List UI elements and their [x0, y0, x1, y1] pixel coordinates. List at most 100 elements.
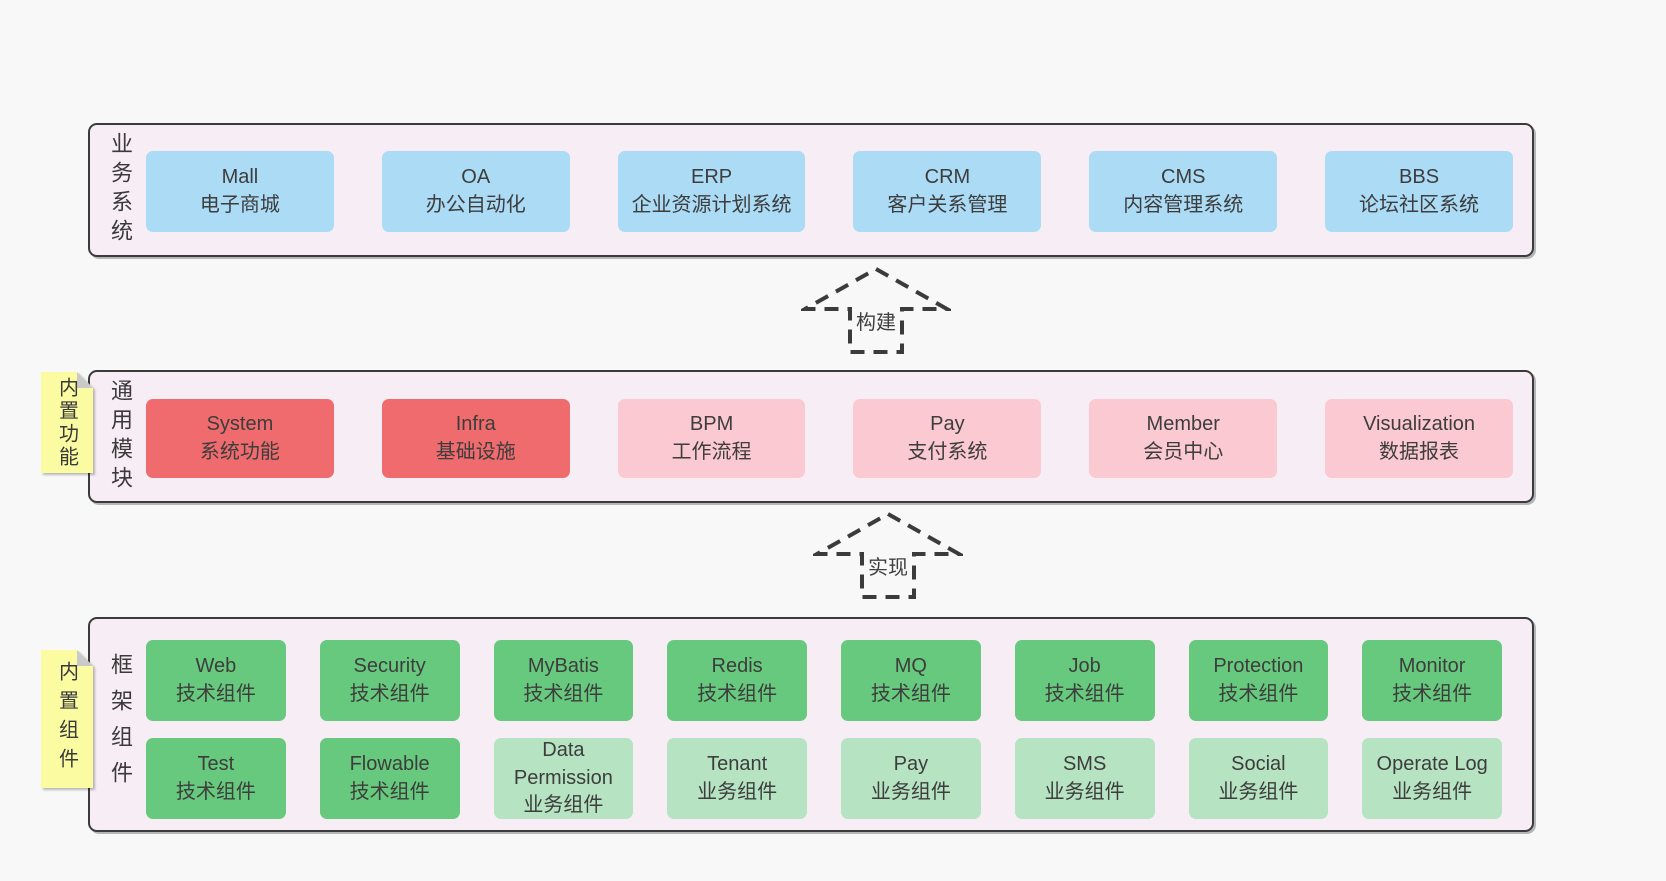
box-title: Redis: [711, 654, 763, 677]
sticky-note-text: 内置功能: [55, 376, 78, 469]
box-title: Tenant: [707, 752, 768, 775]
box-title: MQ: [894, 654, 927, 677]
box-title: CRM: [924, 165, 971, 188]
dashed-up-arrow-icon: [813, 511, 963, 599]
box-title: Operate Log: [1376, 752, 1488, 775]
box-title: Mall: [221, 165, 259, 188]
box-member: Member 会员中心: [1089, 399, 1278, 478]
box-web: Web 技术组件: [146, 640, 286, 721]
box-subtitle: 企业资源计划系统: [631, 193, 792, 216]
box-title: Pay: [893, 752, 929, 775]
box-subtitle: 系统功能: [199, 440, 280, 463]
business-box-row: Mall 电子商城 OA 办公自动化 ERP 企业资源计划系统 CRM 客户关系…: [146, 151, 1513, 232]
box-subtitle: 技术组件: [175, 780, 256, 803]
box-title: SMS: [1062, 752, 1107, 775]
layer-label: 通用模块: [108, 378, 133, 495]
box-title: OA: [461, 165, 491, 188]
box-subtitle: 技术组件: [870, 682, 951, 705]
box-subtitle: 支付系统: [907, 440, 988, 463]
box-subtitle: 业务组件: [870, 780, 951, 803]
components-grid: Web 技术组件 Security 技术组件 MyBatis 技术组件 Redi…: [146, 640, 1502, 819]
box-subtitle: 技术组件: [349, 780, 430, 803]
box-test: Test 技术组件: [146, 738, 286, 819]
box-job: Job 技术组件: [1014, 640, 1155, 721]
box-title: Social: [1231, 752, 1286, 775]
box-pay-module: Pay 支付系统: [853, 399, 1042, 478]
box-subtitle: 业务组件: [523, 794, 604, 817]
box-title: Test: [197, 752, 235, 775]
box-oa: OA 办公自动化: [381, 151, 570, 232]
box-subtitle: 内容管理系统: [1123, 193, 1244, 216]
box-title: BPM: [689, 412, 734, 435]
box-mybatis: MyBatis 技术组件: [493, 640, 634, 721]
box-title: System: [206, 412, 274, 435]
box-subtitle: 业务组件: [1044, 780, 1125, 803]
box-title: BBS: [1399, 165, 1440, 188]
box-subtitle: 电子商城: [199, 193, 280, 216]
box-bpm: BPM 工作流程: [617, 399, 806, 478]
box-sms: SMS 业务组件: [1014, 738, 1155, 819]
box-title: Monitor: [1398, 654, 1466, 677]
box-operate-log: Operate Log 业务组件: [1362, 738, 1502, 819]
box-title: Security: [353, 654, 426, 677]
implement-arrow-label: 实现: [865, 551, 911, 580]
implement-arrow: 实现: [813, 509, 963, 601]
layer-business-systems: 业务系统 Mall 电子商城 OA 办公自动化 ERP 企业资源计划系统 CRM…: [88, 123, 1534, 257]
box-subtitle: 论坛社区系统: [1359, 193, 1480, 216]
box-subtitle: 技术组件: [523, 682, 604, 705]
box-title: Job: [1068, 654, 1101, 677]
layer-label: 框架组件: [108, 652, 133, 797]
box-subtitle: 数据报表: [1379, 440, 1460, 463]
box-system: System 系统功能: [146, 399, 334, 478]
components-row-2: Test 技术组件 Flowable 技术组件 Data Permission …: [146, 738, 1502, 819]
box-infra: Infra 基础设施: [381, 399, 570, 478]
box-subtitle: 会员中心: [1143, 440, 1224, 463]
box-data-permission: Data Permission 业务组件: [493, 738, 634, 819]
box-title: ERP: [691, 165, 733, 188]
box-title: Pay: [930, 412, 965, 435]
box-bbs: BBS 论坛社区系统: [1325, 151, 1513, 232]
box-visualization: Visualization 数据报表: [1325, 399, 1513, 478]
box-title: Visualization: [1363, 412, 1476, 435]
box-title: Data Permission: [513, 739, 613, 789]
box-subtitle: 业务组件: [1218, 780, 1299, 803]
box-subtitle: 客户关系管理: [887, 193, 1008, 216]
box-subtitle: 基础设施: [435, 440, 516, 463]
sticky-note-paper: [41, 650, 93, 788]
box-subtitle: 办公自动化: [425, 193, 526, 216]
box-pay-component: Pay 业务组件: [841, 738, 981, 819]
box-subtitle: 工作流程: [671, 440, 752, 463]
box-erp: ERP 企业资源计划系统: [617, 151, 806, 232]
sticky-note-built-in-features: 内置功能: [41, 372, 93, 473]
box-subtitle: 业务组件: [1392, 780, 1473, 803]
box-cms: CMS 内容管理系统: [1089, 151, 1278, 232]
box-title: Web: [195, 654, 237, 677]
build-arrow: 构建: [801, 264, 951, 356]
box-mq: MQ 技术组件: [841, 640, 981, 721]
box-mall: Mall 电子商城: [146, 151, 334, 232]
box-protection: Protection 技术组件: [1188, 640, 1329, 721]
box-subtitle: 技术组件: [349, 682, 430, 705]
modules-box-row: System 系统功能 Infra 基础设施 BPM 工作流程 Pay 支付系统…: [146, 399, 1513, 478]
components-row-1: Web 技术组件 Security 技术组件 MyBatis 技术组件 Redi…: [146, 640, 1502, 721]
box-subtitle: 技术组件: [697, 682, 778, 705]
sticky-note-built-in-components: 内置组件: [41, 650, 93, 788]
sticky-note-text: 内置组件: [55, 661, 78, 777]
box-monitor: Monitor 技术组件: [1362, 640, 1502, 721]
box-title: CMS: [1161, 165, 1206, 188]
box-subtitle: 业务组件: [697, 780, 778, 803]
box-flowable: Flowable 技术组件: [319, 738, 460, 819]
box-title: Member: [1146, 412, 1220, 435]
box-title: Flowable: [349, 752, 430, 775]
box-title: Protection: [1213, 654, 1304, 677]
dashed-up-arrow-icon: [801, 266, 951, 354]
sticky-note-paper: [41, 372, 93, 473]
box-tenant: Tenant 业务组件: [667, 738, 807, 819]
box-crm: CRM 客户关系管理: [853, 151, 1042, 232]
layer-label: 业务系统: [108, 132, 133, 248]
build-arrow-label: 构建: [853, 306, 899, 335]
box-redis: Redis 技术组件: [667, 640, 807, 721]
box-subtitle: 技术组件: [1392, 682, 1473, 705]
box-subtitle: 技术组件: [175, 682, 256, 705]
box-title: MyBatis: [527, 654, 599, 677]
